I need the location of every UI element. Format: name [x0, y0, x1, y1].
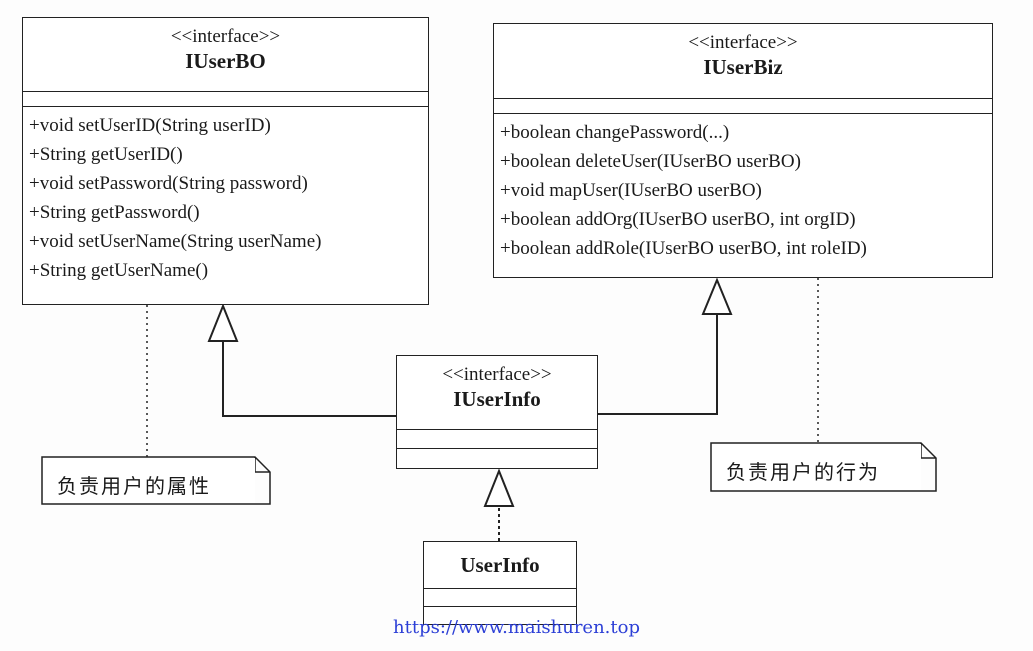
class-header: <<interface>> IUserInfo — [397, 356, 597, 430]
operation: +void setPassword(String password) — [29, 173, 308, 194]
operation: +String getUserID() — [29, 144, 183, 165]
generalization-line-iuserbiz — [597, 314, 718, 415]
attributes-compartment — [494, 99, 992, 114]
class-name: IUserInfo — [453, 387, 541, 411]
operations-compartment: +void setUserID(String userID) +String g… — [23, 107, 428, 285]
class-header: UserInfo — [424, 542, 576, 589]
operation: +boolean changePassword(...) — [500, 122, 730, 143]
operation: +boolean addOrg(IUserBO userBO, int orgI… — [500, 209, 856, 230]
attributes-compartment — [424, 589, 576, 607]
class-iuserbo: <<interface>> IUserBO +void setUserID(St… — [22, 17, 429, 305]
generalization-arrowhead-iuserbiz — [701, 277, 733, 315]
operation: +void mapUser(IUserBO userBO) — [500, 180, 762, 201]
note-frame-left — [41, 456, 271, 505]
operation: +void setUserName(String userName) — [29, 231, 322, 252]
realization-arrowhead-iuserinfo — [483, 468, 515, 507]
stereotype-label: <<interface>> — [170, 26, 281, 47]
class-header: <<interface>> IUserBiz — [494, 24, 992, 99]
generalization-arrowhead-iuserbo — [207, 303, 239, 342]
note-text: 负责用户的行为 — [726, 460, 880, 484]
note-left: 负责用户的属性 — [43, 458, 255, 503]
stereotype-label: <<interface>> — [688, 32, 798, 53]
stereotype-label: <<interface>> — [442, 364, 552, 385]
class-iuserinfo: <<interface>> IUserInfo — [396, 355, 598, 469]
class-name: UserInfo — [460, 553, 540, 577]
operation: +boolean deleteUser(IUserBO userBO) — [500, 151, 801, 172]
class-userinfo: UserInfo — [423, 541, 577, 625]
class-name: IUserBO — [185, 49, 266, 73]
operation: +String getPassword() — [29, 202, 200, 223]
attributes-compartment — [397, 430, 597, 449]
operation: +String getUserName() — [29, 260, 209, 281]
note-frame-right — [710, 442, 937, 492]
watermark-url: https://www.maishuren.top — [393, 617, 640, 638]
class-iuserbiz: <<interface>> IUserBiz +boolean changePa… — [493, 23, 993, 278]
operation: +void setUserID(String userID) — [29, 115, 271, 136]
generalization-line-iuserbo — [222, 341, 397, 417]
class-name: IUserBiz — [703, 55, 783, 79]
attributes-compartment — [23, 92, 428, 107]
note-right: 负责用户的行为 — [712, 444, 921, 490]
note-text: 负责用户的属性 — [57, 474, 211, 498]
class-header: <<interface>> IUserBO — [23, 18, 428, 92]
operation: +boolean addRole(IUserBO userBO, int rol… — [500, 238, 867, 259]
operations-compartment: +boolean changePassword(...) +boolean de… — [494, 114, 992, 263]
